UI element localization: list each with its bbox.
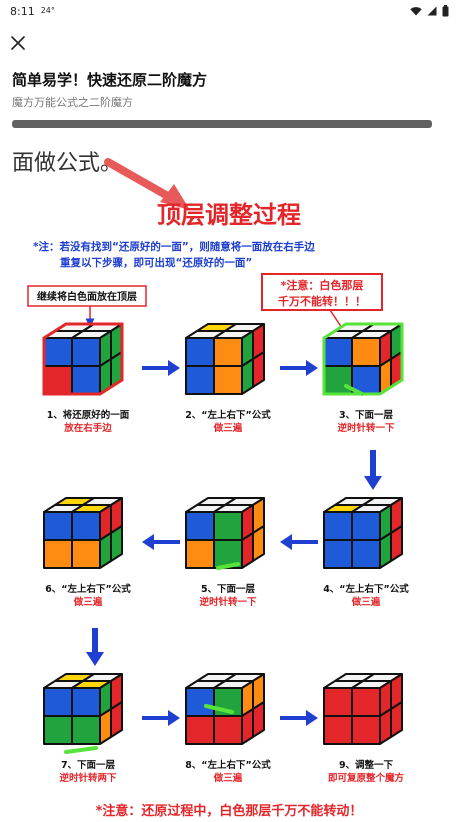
note-line-2: 重复以下步骤，即可出现“还原好的一面” — [60, 256, 252, 269]
step-1-sublabel: 放在右手边 — [63, 422, 112, 434]
close-icon — [11, 36, 25, 50]
previous-paragraph-text: 面做公式。 — [12, 151, 122, 176]
step-7-sublabel: 逆时针转两下 — [59, 772, 117, 784]
step-5-sublabel: 逆时针转一下 — [199, 596, 257, 608]
callout-right: *注意：白色那层 千万不能转！！！ — [261, 273, 383, 311]
cube-step-1 — [43, 323, 123, 395]
signal-icon — [427, 6, 437, 16]
article-title: 简单易学！快速还原二阶魔方 — [12, 71, 208, 89]
svg-text:千万不能转！！！: 千万不能转！！！ — [278, 294, 366, 308]
cube-highlights — [42, 322, 404, 754]
step-8-sublabel: 做三遍 — [213, 772, 243, 784]
wifi-icon — [410, 7, 422, 16]
section-heading: 顶层调整过程 — [157, 201, 301, 229]
step-3-sublabel: 逆时针转一下 — [337, 422, 395, 434]
status-icons — [410, 5, 449, 17]
note-line-1: *注：若没有找到“还原好的一面”，则随意将一面放在右手边 — [33, 240, 315, 253]
red-pointer-arrow — [104, 158, 190, 210]
step-7-label: 7、下面一层 — [61, 760, 116, 771]
step-6-sublabel: 做三遍 — [73, 596, 103, 608]
cube-step-7 — [43, 673, 123, 745]
step-1-label: 1、将还原好的一面 — [47, 409, 130, 421]
step-4-label: 4、“左上右下”公式 — [323, 583, 409, 595]
cube-step-9 — [323, 673, 403, 745]
callout-left: 继续将白色面放在顶层 — [27, 285, 147, 307]
cube-step-2 — [185, 323, 265, 395]
svg-text:*注意：白色那层: *注意：白色那层 — [281, 278, 364, 292]
top-bar — [0, 22, 459, 64]
status-time: 8:11 — [10, 4, 35, 18]
cube-step-4 — [323, 497, 403, 569]
step-3-label: 3、下面一层 — [339, 410, 394, 421]
flow-arrows — [86, 360, 382, 726]
step-4-sublabel: 做三遍 — [351, 596, 381, 608]
cutoff-text-line — [12, 120, 432, 128]
cube-step-3 — [323, 323, 403, 395]
close-button[interactable] — [5, 30, 31, 56]
article-image[interactable]: 面做公式。 顶层调整过程 *注：若没有找到“还原好的一面”，则随意将一面放在右手… — [0, 118, 459, 822]
step-9-sublabel: 即可复原整个魔方 — [328, 772, 405, 784]
step-2-label: 2、“左上右下”公式 — [185, 409, 271, 421]
article-header: 简单易学！快速还原二阶魔方 魔方万能公式之二阶魔方 — [12, 70, 452, 110]
status-bar: 8:11 24° — [0, 0, 459, 22]
step-5-label: 5、下面一层 — [201, 584, 256, 595]
footer-note: *注意：还原过程中，白色那层千万不能转动！ — [96, 803, 363, 819]
step-9-label: 9、调整一下 — [339, 759, 394, 771]
cube-step-6 — [43, 497, 123, 569]
step-8-label: 8、“左上右下”公式 — [185, 759, 271, 771]
battery-icon — [442, 5, 449, 17]
article-subtitle: 魔方万能公式之二阶魔方 — [12, 96, 133, 109]
cube-step-5 — [185, 497, 265, 569]
step-6-label: 6、“左上右下”公式 — [45, 583, 131, 595]
step-2-sublabel: 做三遍 — [213, 422, 243, 434]
svg-text:继续将白色面放在顶层: 继续将白色面放在顶层 — [37, 290, 137, 303]
status-temperature: 24° — [40, 5, 55, 15]
cube-step-8 — [185, 673, 265, 745]
